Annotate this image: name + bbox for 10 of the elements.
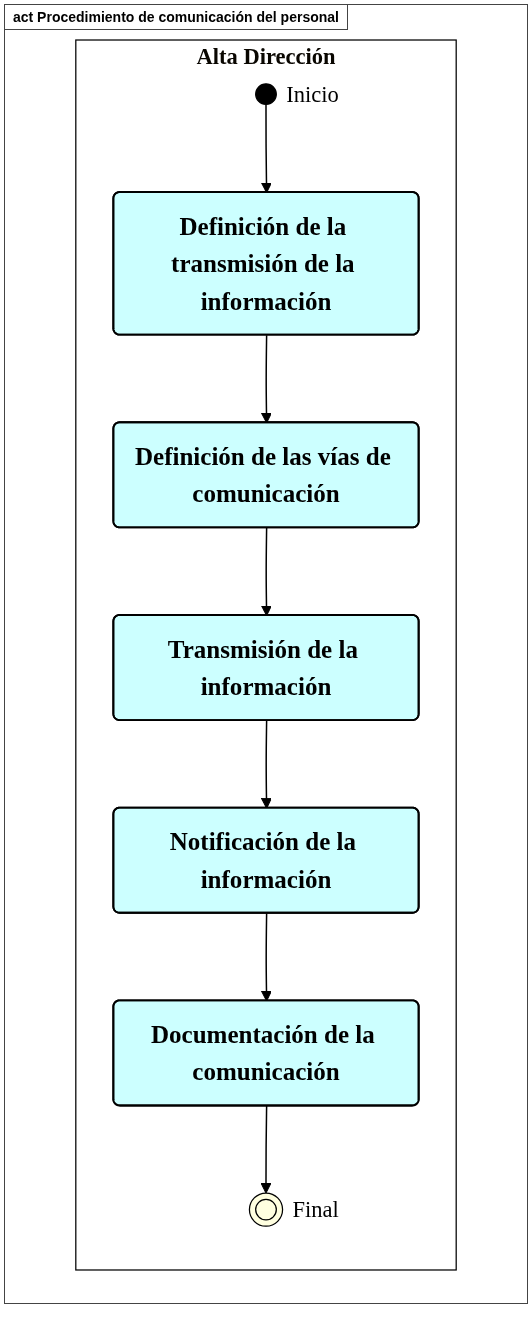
node-caption: Inicio bbox=[286, 81, 339, 107]
frame-title: act Procedimiento de comunicación del personal bbox=[5, 5, 348, 30]
node-circle bbox=[255, 83, 277, 106]
arrow bbox=[260, 1105, 272, 1194]
node-circle bbox=[248, 1192, 284, 1227]
arrow bbox=[261, 912, 272, 1002]
arrow bbox=[261, 719, 272, 809]
node-caption: Final bbox=[292, 1197, 339, 1223]
arrow bbox=[261, 103, 272, 194]
arrow bbox=[261, 334, 272, 424]
